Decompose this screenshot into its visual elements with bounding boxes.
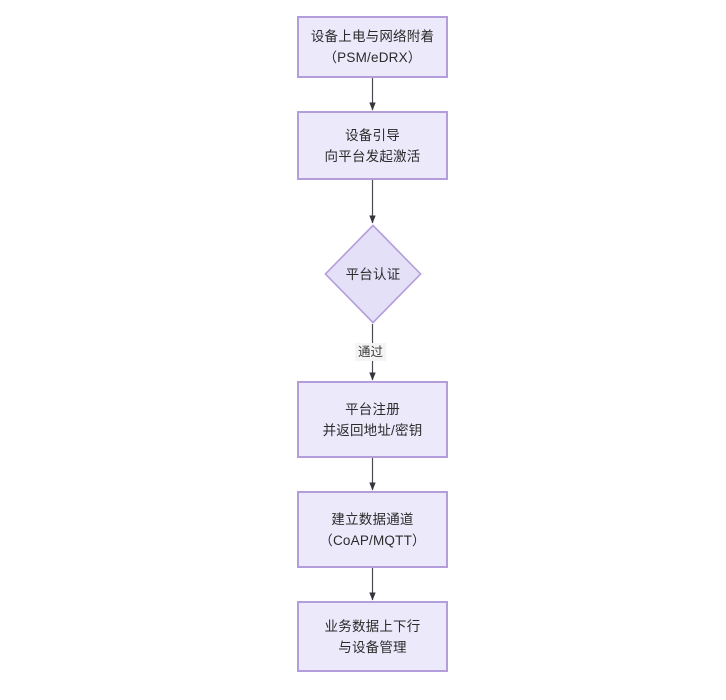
node-data-channel[interactable]: 建立数据通道 （CoAP/MQTT） [297,491,448,568]
node-auth-label: 平台认证 [345,266,401,282]
node-register-line-2: 并返回地址/密钥 [322,422,423,438]
node-data-channel-line-2: （CoAP/MQTT） [319,532,426,548]
node-register-line-1: 平台注册 [345,401,400,417]
node-register[interactable]: 平台注册 并返回地址/密钥 [297,381,448,458]
node-power-on-line-2: （PSM/eDRX） [323,50,422,65]
node-service-data-line-1: 业务数据上下行 [324,618,421,634]
node-bootstrap-line-1: 设备引导 [345,127,400,143]
node-power-on[interactable]: 设备上电与网络附着 （PSM/eDRX） [297,16,448,78]
node-bootstrap-line-2: 向平台发起激活 [324,148,421,164]
node-bootstrap[interactable]: 设备引导 向平台发起激活 [297,111,448,180]
node-service-data-line-2: 与设备管理 [338,639,407,655]
node-auth-decision[interactable]: 平台认证 [324,224,422,324]
node-power-on-line-1: 设备上电与网络附着 [310,29,435,44]
node-service-data[interactable]: 业务数据上下行 与设备管理 [297,601,448,672]
edge-label-pass: 通过 [355,343,387,361]
diamond-shape-icon [324,224,422,324]
node-data-channel-line-1: 建立数据通道 [331,511,414,527]
